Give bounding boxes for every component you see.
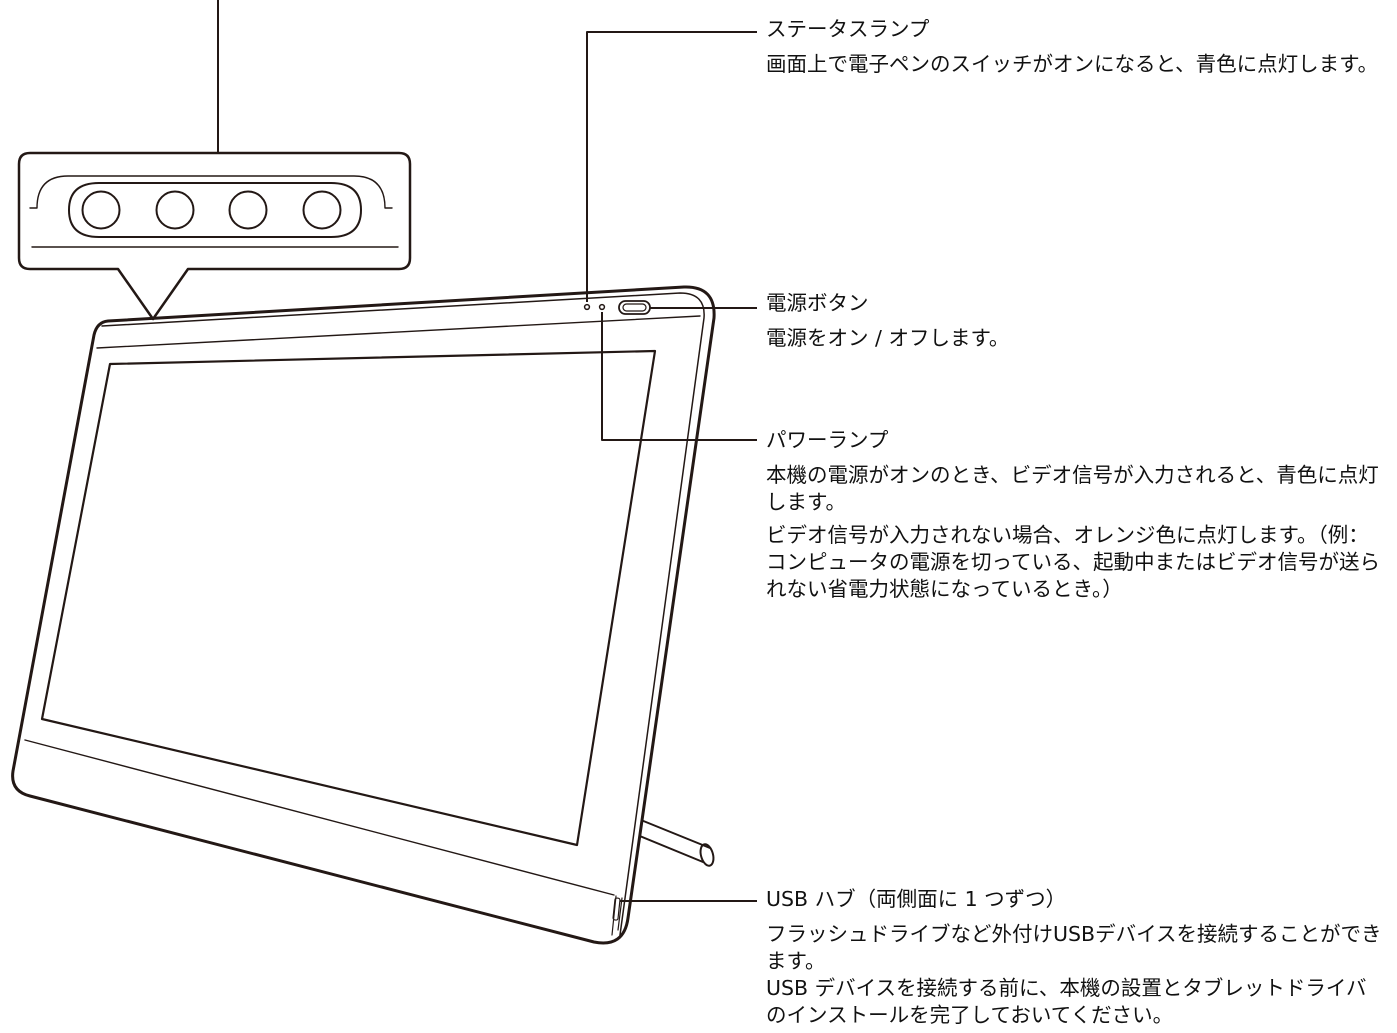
status-lamp-description: 画面上で電子ペンのスイッチがオンになると、青色に点灯します。	[766, 52, 1379, 76]
power-lamp-description: 本機の電源がオンのとき、ビデオ信号が入力されると、青色に点灯します。	[766, 463, 1379, 514]
power-button-title: 電源ボタン	[766, 291, 869, 315]
kickstand	[629, 817, 715, 867]
leader-status-lamp	[586, 31, 757, 302]
usb-hub-title: USB ハブ（両側面に 1 つずつ）	[766, 887, 1067, 911]
express-key-icon[interactable]	[81, 190, 121, 230]
power-button-callout: 電源ボタン 電源をオン / オフします。	[766, 290, 1386, 352]
express-key-icon[interactable]	[302, 190, 342, 230]
power-lamp-description: ビデオ信号が入力されない場合、オレンジ色に点灯します。（例：コンピュータの電源を…	[766, 523, 1380, 601]
power-button-description: 電源をオン / オフします。	[766, 326, 1010, 350]
usb-hub-callout: USB ハブ（両側面に 1 つずつ） フラッシュドライブなど外付けUSBデバイス…	[766, 886, 1386, 1029]
usb-hub-description: USB デバイスを接続する前に、本機の設置とタブレットドライバのインストールを完…	[766, 976, 1367, 1027]
express-key-icon[interactable]	[155, 190, 195, 230]
power-lamp-title: パワーランプ	[766, 428, 889, 452]
status-lamp-callout: ステータスランプ 画面上で電子ペンのスイッチがオンになると、青色に点灯します。	[766, 16, 1386, 78]
usb-hub-description: フラッシュドライブなど外付けUSBデバイスを接続することができます。	[766, 922, 1382, 973]
status-lamp-icon	[583, 303, 591, 311]
power-lamp-icon	[598, 303, 606, 311]
leader-power-lamp	[601, 312, 757, 441]
tablet-body	[11, 285, 716, 945]
power-lamp-callout: パワーランプ 本機の電源がオンのとき、ビデオ信号が入力されると、青色に点灯します…	[766, 427, 1386, 603]
status-lamp-title: ステータスランプ	[766, 17, 930, 41]
express-key-icon[interactable]	[228, 190, 268, 230]
express-keys-zoom-callout	[17, 151, 412, 321]
